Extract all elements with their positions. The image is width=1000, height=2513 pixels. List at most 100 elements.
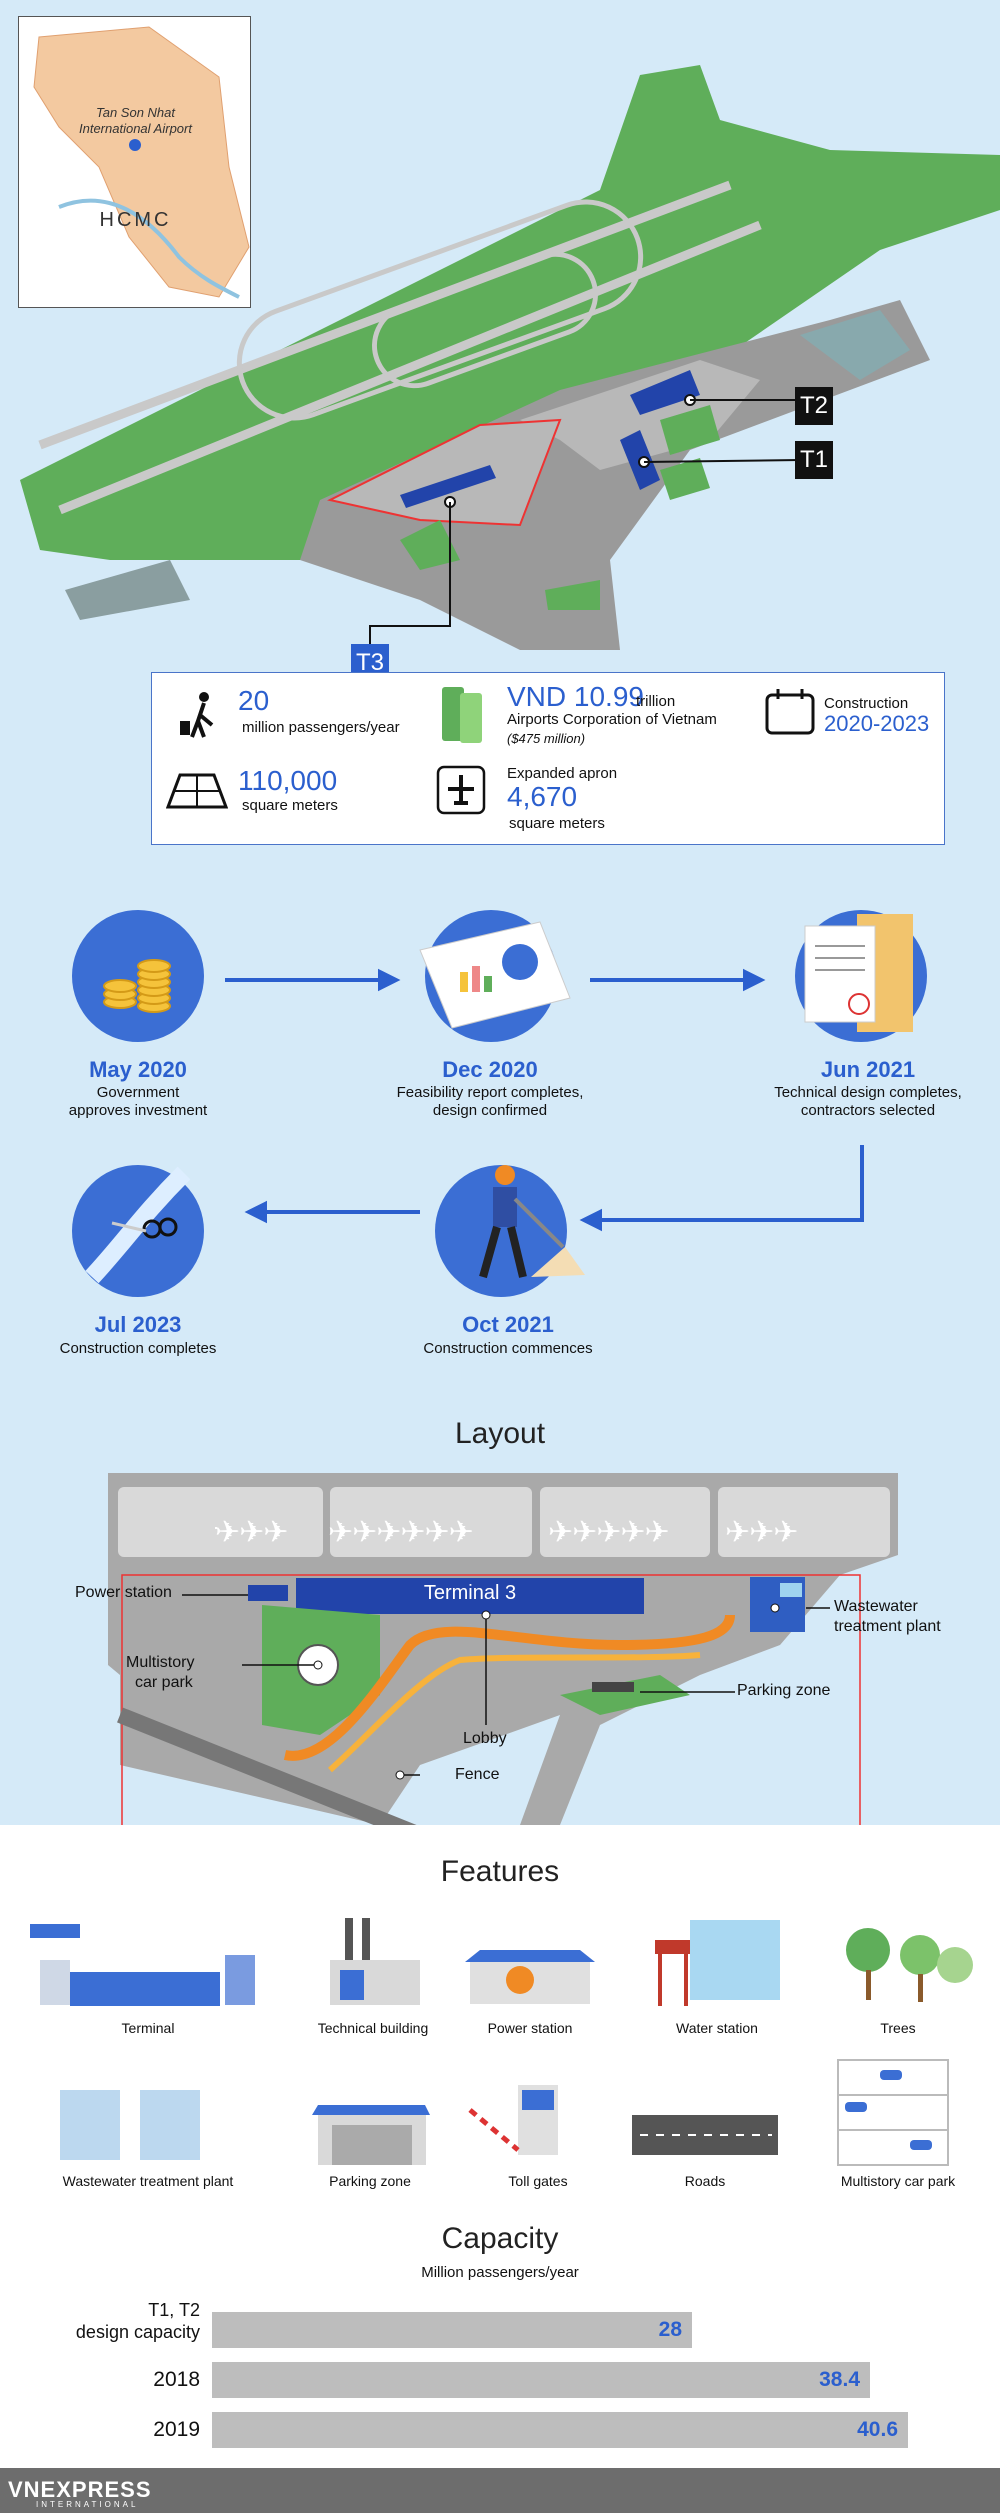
trees-icon <box>846 1928 973 2002</box>
coins-icon <box>103 959 171 1013</box>
capacity-subtitle: Million passengers/year <box>421 2264 579 2281</box>
technical-building-icon <box>330 1918 420 2005</box>
contract-icon <box>804 914 913 1032</box>
wastewater-plant-icon <box>60 2090 200 2160</box>
construction-label: Construction <box>824 695 909 712</box>
terminal-3-label: Terminal 3 <box>423 1582 517 1604</box>
construction-years: 2020-2023 <box>824 711 930 736</box>
ribbon-cutting-icon <box>85 1166 191 1284</box>
area-value: 110,000 <box>238 765 338 796</box>
vnexpress-logo: VNEXPRESS <box>8 2477 152 2502</box>
terminal-icon <box>30 1924 255 2006</box>
calendar-icon <box>765 689 815 735</box>
runways <box>38 180 762 515</box>
capacity-category-2: 2018 <box>153 2368 200 2391</box>
car-park-callout-2: car park <box>135 1674 193 1691</box>
inset-airport-name-2: International Airport <box>79 121 192 136</box>
worker-icon <box>479 1165 585 1279</box>
feature-parking-zone: Parking zone <box>329 2173 411 2189</box>
timeline-desc-3b: contractors selected <box>800 1102 936 1119</box>
timeline-desc-2a: Feasibility report completes, <box>396 1084 584 1101</box>
feature-terminal: Terminal <box>121 2020 175 2036</box>
roads-icon <box>632 2115 778 2155</box>
area-label: square meters <box>242 797 338 814</box>
callout-lines <box>369 394 801 652</box>
inset-city-label: HCMC <box>99 209 172 231</box>
timeline-report-circle <box>419 910 571 1042</box>
layout-title: Layout <box>454 1417 546 1450</box>
area-icon <box>166 773 228 809</box>
cost-unit: trillion <box>636 693 676 710</box>
tag-t1: T1 <box>795 441 833 479</box>
layout-aircraft-row-3: ✈✈✈✈✈ <box>548 1516 670 1549</box>
wastewater-callout-1: Wastewater <box>834 1598 918 1615</box>
apron-value: 4,670 <box>507 781 578 812</box>
timeline-arrows <box>225 968 864 1232</box>
tag-t2: T2 <box>795 387 833 425</box>
power-station-callout: Power station <box>75 1584 172 1601</box>
timeline-desc-1b: approves investment <box>68 1102 208 1119</box>
inset-map-shape <box>33 26 250 299</box>
capacity-bar-value-1: 28 <box>658 2318 682 2341</box>
capacity-bar-1: 28 <box>212 2312 692 2348</box>
timeline-coins-circle <box>72 910 204 1042</box>
timeline-date-4: Oct 2021 <box>462 1312 554 1337</box>
timeline-desc-5: Construction completes <box>59 1340 217 1357</box>
airplane-icon <box>436 765 486 815</box>
timeline-construction-circle <box>435 1165 585 1297</box>
timeline-contract-circle <box>795 910 927 1042</box>
passenger-icon <box>180 692 214 738</box>
timeline-date-2: Dec 2020 <box>442 1057 538 1082</box>
grass-area <box>20 65 1000 560</box>
inset-map: Tan Son Nhat International Airport HCMC <box>18 16 251 308</box>
layout-aircraft-row-4: ✈✈✈ <box>725 1516 798 1549</box>
capacity-title: Capacity <box>441 2222 559 2255</box>
toll-gates-icon <box>468 2085 558 2155</box>
passengers-label: million passengers/year <box>242 719 400 736</box>
footer-bar <box>0 2468 1000 2513</box>
timeline-ribbon-circle <box>72 1165 204 1297</box>
capacity-bar-3: 40.6 <box>212 2412 908 2448</box>
power-station-icon <box>465 1950 595 2004</box>
capacity-category-1-line-1: T1, T2 <box>148 2300 200 2320</box>
capacity-bar-value-3: 40.6 <box>857 2418 898 2441</box>
cost-owner: Airports Corporation of Vietnam <box>507 711 717 728</box>
stats-box: 20 million passengers/year VND 10.99 tri… <box>151 672 945 845</box>
tag-t3: T3 <box>351 644 389 682</box>
passengers-value: 20 <box>238 685 270 716</box>
capacity-category-3: 2019 <box>153 2418 200 2441</box>
timeline-desc-1a: Government <box>96 1084 180 1101</box>
layout-aircraft-row-1: ✈✈✈ <box>215 1516 288 1549</box>
layout-aircraft-row-2: ✈✈✈✈✈✈ <box>328 1516 474 1549</box>
feature-roads: Roads <box>684 2173 726 2189</box>
cost-value: VND 10.99 <box>507 681 644 712</box>
parking-zone-callout: Parking zone <box>737 1682 831 1699</box>
parking-zone-icon <box>312 2105 430 2165</box>
airport-map <box>20 65 1000 652</box>
capacity-bar-2: 38.4 <box>212 2362 870 2398</box>
capacity-bar-value-2: 38.4 <box>819 2368 860 2391</box>
features-title: Features <box>440 1855 560 1888</box>
car-park-callout-1: Multistory <box>126 1654 195 1671</box>
apron-unit: square meters <box>509 815 605 832</box>
aircraft-row <box>215 1527 217 1529</box>
timeline-date-1: May 2020 <box>89 1057 187 1082</box>
vnexpress-logo-sub: INTERNATIONAL <box>36 2500 139 2509</box>
lobby-callout: Lobby <box>463 1730 507 1747</box>
fence-callout: Fence <box>455 1766 500 1783</box>
timeline-date-5: Jul 2023 <box>94 1312 182 1337</box>
feature-trees: Trees <box>880 2020 916 2036</box>
feature-toll-gates: Toll gates <box>508 2173 568 2189</box>
water-station-icon <box>655 1920 780 2006</box>
feature-technical-building: Technical building <box>317 2020 429 2036</box>
feature-power-station: Power station <box>487 2020 573 2036</box>
timeline-desc-2b: design confirmed <box>432 1102 548 1119</box>
timeline-desc-4: Construction commences <box>423 1340 593 1357</box>
timeline-desc-3a: Technical design completes, <box>774 1084 962 1101</box>
terminal-buildings <box>400 370 720 508</box>
timeline-date-3: Jun 2021 <box>820 1057 916 1082</box>
multistory-car-park-icon <box>837 2059 949 2166</box>
money-icon <box>442 687 482 743</box>
report-icon <box>419 921 571 1029</box>
